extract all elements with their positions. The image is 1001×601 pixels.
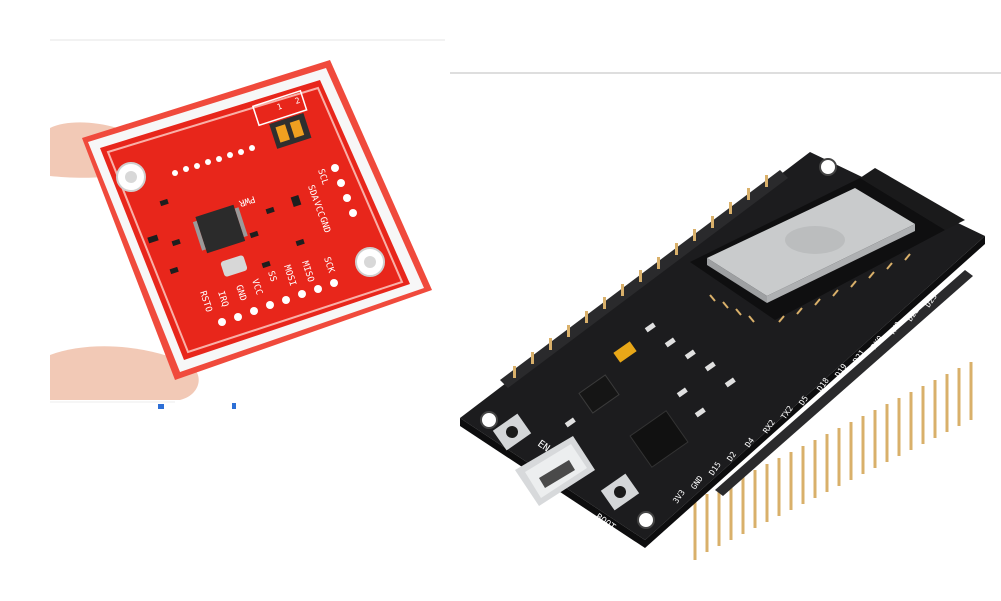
bottom-pad-row	[218, 279, 338, 326]
pin-label-d12: D12	[563, 305, 579, 322]
esp32-board-photo: EN BOOT VIN GND D13 D12 D14 D27 D26 D25 …	[450, 72, 1001, 560]
pin-label-sda: SDA	[305, 184, 320, 203]
switch-label-1: 1	[276, 102, 284, 112]
pin-label-d27: D27	[599, 277, 615, 294]
smd-components	[147, 195, 305, 275]
pin-label-d13: D13	[545, 318, 561, 335]
boot-button[interactable]	[600, 473, 640, 511]
pin-label-vcc: VCC	[249, 278, 264, 297]
pin-label-d32: D32	[671, 223, 687, 240]
pin-label-gnd: GND	[527, 332, 543, 349]
switch-label-2: 2	[294, 96, 302, 106]
tantalum-capacitor	[613, 341, 637, 363]
pin-label-gnd-top: GND	[317, 216, 332, 235]
usb-uart-chip	[629, 410, 689, 468]
top-header	[500, 170, 788, 388]
blue-mark	[232, 403, 236, 409]
pin-label-vp: VP	[743, 172, 756, 185]
pin-label-en: EN	[761, 159, 774, 172]
pin-label-d33: D33	[653, 237, 669, 254]
esp-mount-hole	[480, 411, 498, 429]
pin-label-d34: D34	[707, 196, 723, 213]
esp-mount-hole	[637, 511, 655, 529]
micro-usb-port	[515, 436, 595, 506]
pin-label-ss: SS	[265, 270, 278, 283]
pin-label-d14: D14	[581, 291, 597, 308]
en-button[interactable]	[492, 413, 532, 451]
nfc-board	[82, 60, 432, 380]
pin-label-d35: D35	[689, 209, 705, 226]
pin-label-vn: VN	[725, 186, 738, 199]
pin-label-vcc-top: VCC	[311, 200, 326, 219]
esp-mount-hole	[819, 158, 837, 176]
finger-bottom	[50, 346, 199, 400]
esp-smd-components	[564, 322, 736, 428]
top-pad-row	[172, 145, 255, 176]
top-header-tips	[513, 175, 768, 378]
pin-label-gnd: GND	[233, 284, 248, 303]
pin-label-sck: SCK	[321, 256, 336, 275]
crystal	[220, 255, 248, 277]
side-pad-column	[331, 164, 357, 217]
wroom-module	[690, 168, 965, 323]
pin-label-irq: IRQ	[215, 290, 230, 309]
pin-label-d26: D26	[617, 264, 633, 281]
pin-label-d25: D25	[635, 250, 651, 267]
nfc-chip	[192, 204, 248, 254]
dip-switch	[251, 89, 312, 149]
blue-mark	[158, 404, 164, 409]
bottom-header-pins	[693, 362, 973, 560]
regulator	[578, 374, 620, 414]
pin-label-scl: SCL	[315, 168, 330, 187]
pin-label-vin: VIN	[509, 346, 525, 363]
pwr-label: PWR	[237, 193, 256, 208]
right-header	[715, 270, 973, 496]
nfc-module-photo: 1 2 SCL SDA VC	[50, 39, 445, 409]
